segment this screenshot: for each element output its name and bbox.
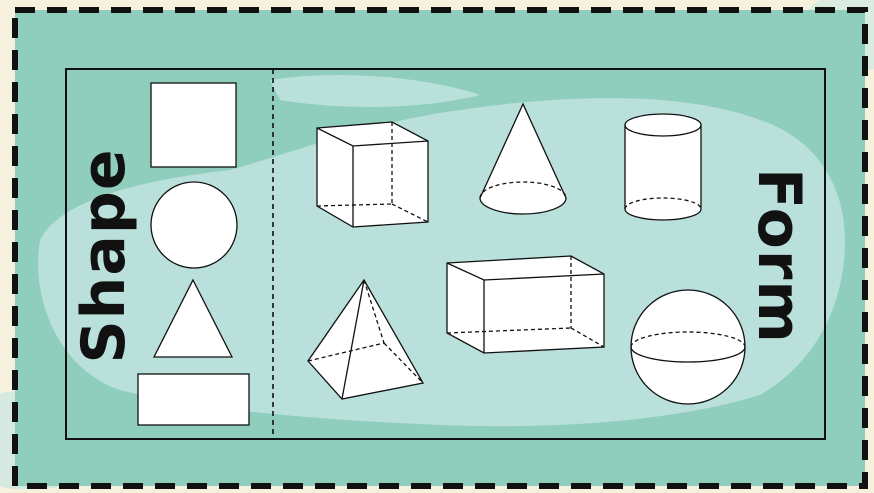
- rectangle-shape: [137, 373, 250, 426]
- triangle-shape: [152, 278, 234, 358]
- form-heading: Form: [744, 168, 814, 344]
- cone-form: [479, 102, 567, 215]
- sphere-form: [630, 289, 746, 405]
- background-blob: [270, 75, 480, 107]
- pyramid-form: [307, 278, 425, 400]
- dashed-cut-border: [12, 7, 868, 489]
- circle-shape: [150, 181, 238, 269]
- inner-frame: [65, 68, 826, 440]
- shape-heading: Shape: [69, 148, 139, 364]
- rectangular-prism-form: [446, 255, 605, 354]
- square-shape: [150, 82, 237, 168]
- cube-form: [316, 121, 429, 228]
- cylinder-form: [624, 113, 702, 221]
